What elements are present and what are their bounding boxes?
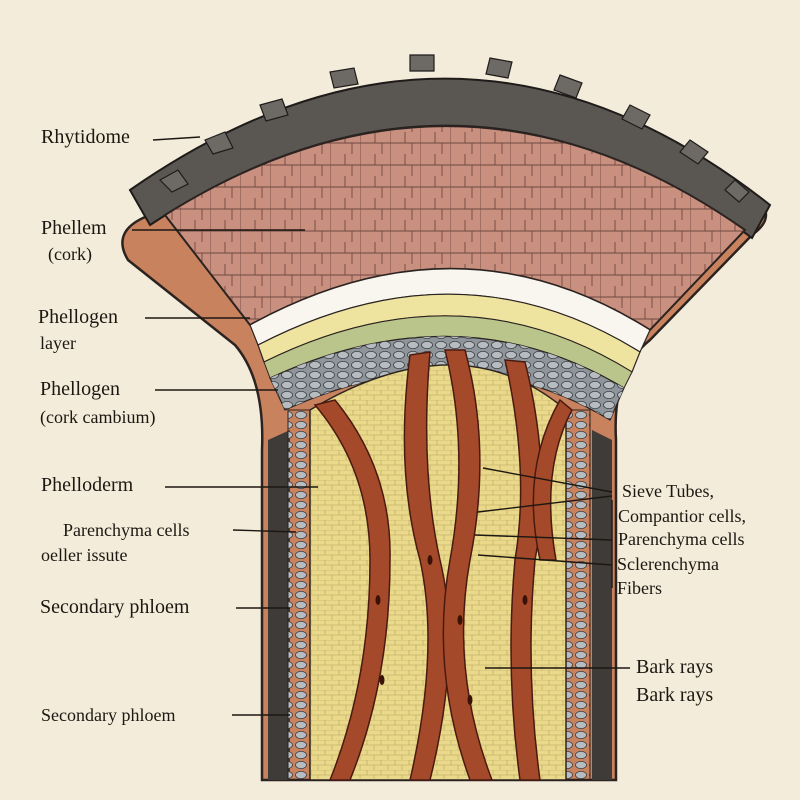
label-sclerenchyma: Sclerenchyma — [617, 554, 719, 574]
label-parenchyma-cells-right: Parenchyma cells — [618, 529, 745, 549]
label-bark-rays-2: Bark rays — [636, 684, 714, 706]
label-phellogen-layer: Phellogen — [38, 306, 118, 328]
label-sieve-tubes: Sieve Tubes, — [622, 481, 715, 501]
label-phellem: Phellem — [41, 217, 107, 239]
left-leader-lines — [132, 136, 318, 716]
label-rhytidome: Rhytidome — [41, 126, 130, 148]
label-fibers: Fibers — [617, 578, 662, 598]
label-phelloderm: Phelloderm — [41, 474, 134, 496]
label-parenchyma-sub: oeller issute — [41, 545, 128, 565]
label-phellogen-cambium-sub: (cork cambium) — [40, 407, 156, 427]
label-phellem-sub: (cork) — [48, 244, 92, 264]
label-secondary-phloem-1: Secondary phloem — [40, 596, 190, 618]
label-phellogen-cambium: Phellogen — [40, 378, 120, 400]
label-phellogen-layer-sub: layer — [40, 333, 76, 353]
label-secondary-phloem-2: Secondary phloem — [41, 705, 176, 725]
label-parenchyma: Parenchyma cells — [63, 520, 190, 540]
right-leader-lines — [474, 467, 630, 669]
label-companion-cells: Compantior cells, — [618, 506, 746, 526]
bark-rays — [313, 349, 573, 781]
label-bark-rays-1: Bark rays — [636, 656, 714, 678]
